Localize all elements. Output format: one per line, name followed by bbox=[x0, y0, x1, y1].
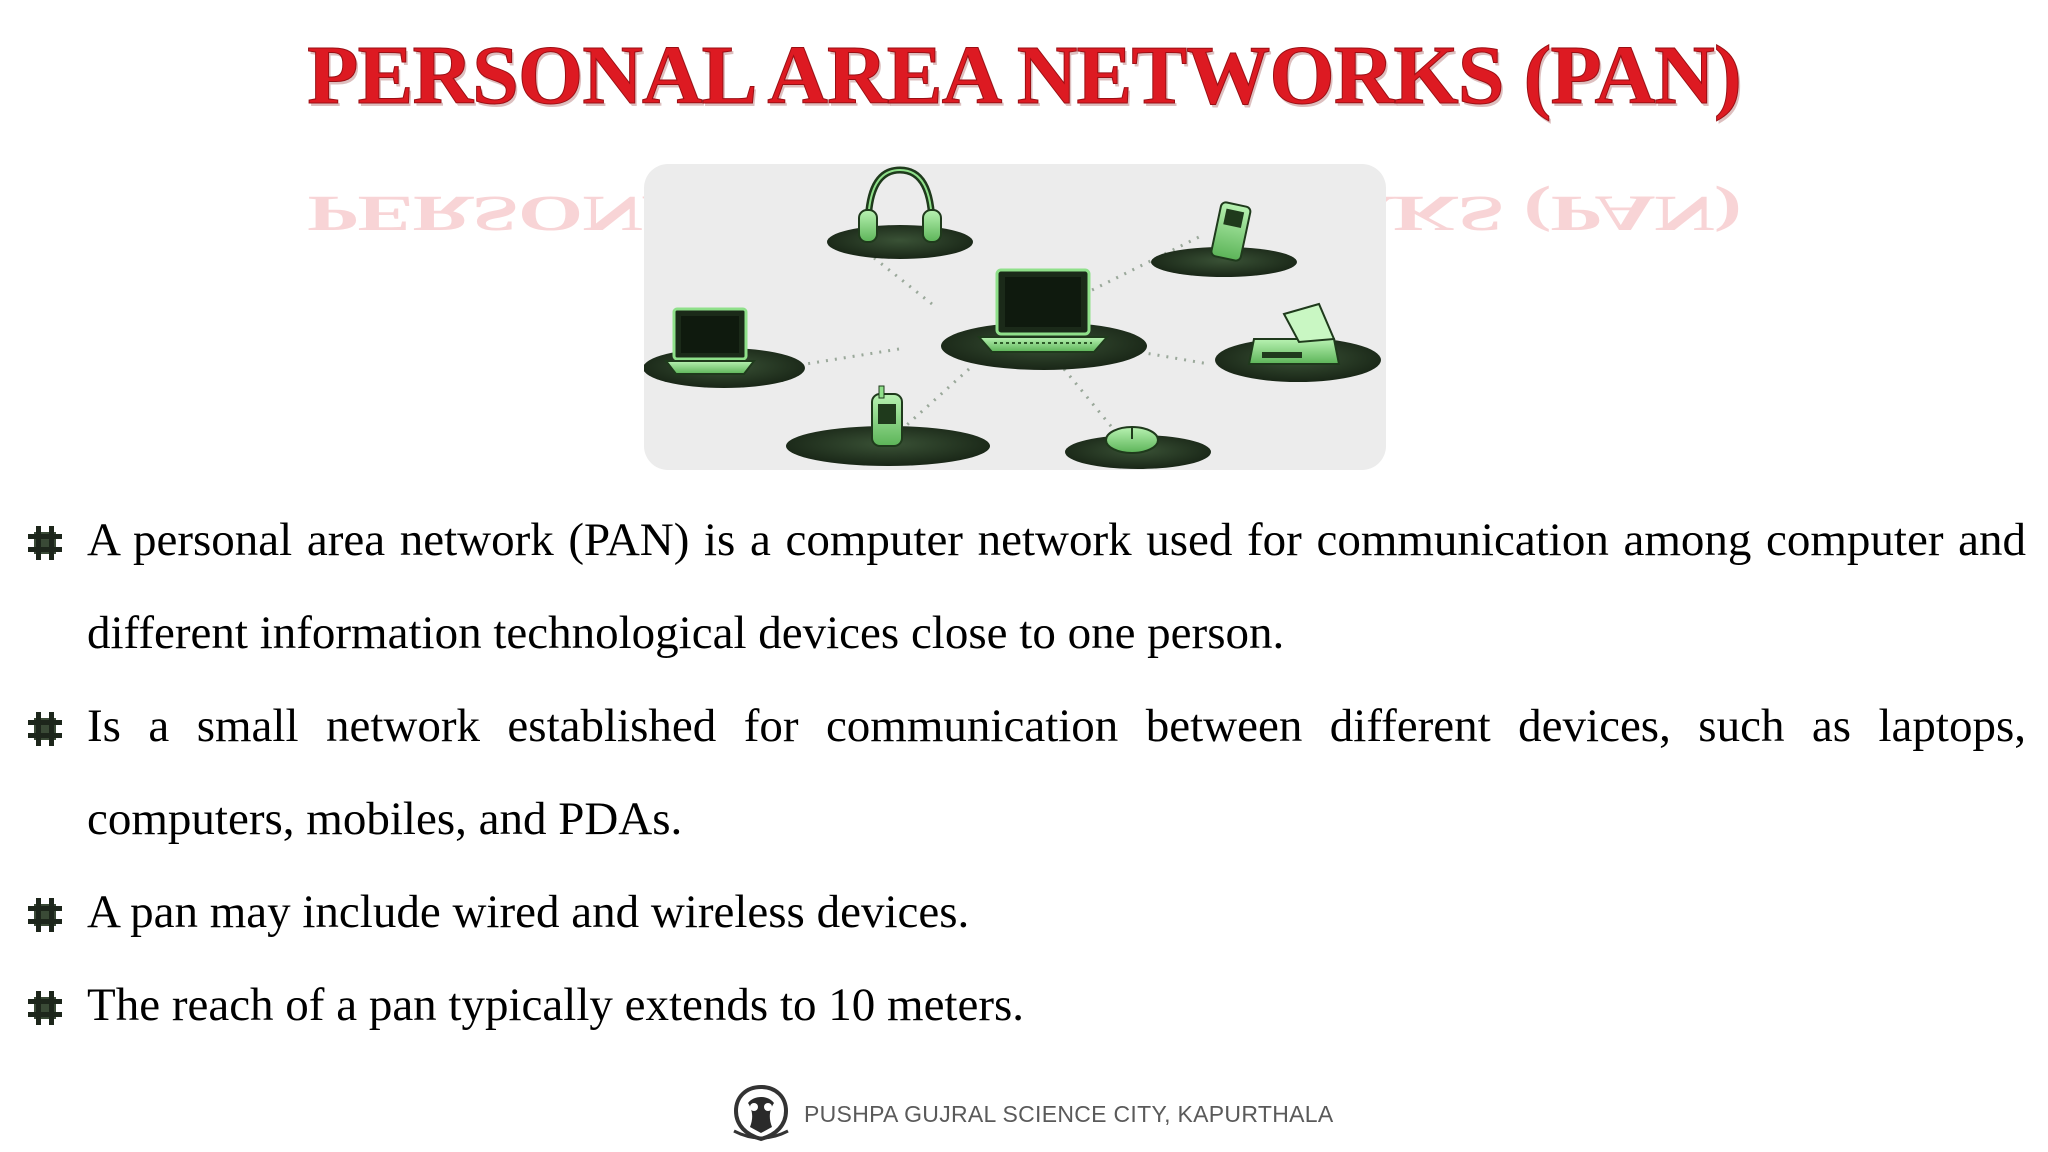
bullet-hash-icon bbox=[28, 712, 62, 746]
pan-network-illustration bbox=[644, 166, 1381, 469]
bullet-text: Is a small network established for commu… bbox=[87, 700, 2026, 845]
laptop-left-icon bbox=[644, 307, 805, 388]
pda-icon bbox=[786, 385, 990, 466]
bullet-item: The reach of a pan typically extends to … bbox=[28, 959, 2026, 1052]
bullet-hash-icon bbox=[28, 991, 62, 1025]
mouse-icon bbox=[1065, 426, 1211, 469]
bullet-item: A personal area network (PAN) is a compu… bbox=[28, 494, 2026, 680]
headphones-icon bbox=[827, 166, 973, 259]
title-area: PERSONAL AREA NETWORKS (PAN) PERSONAL AR… bbox=[0, 28, 2048, 242]
pan-diagram bbox=[644, 164, 1386, 470]
bullet-text: A pan may include wired and wireless dev… bbox=[87, 886, 970, 938]
bullet-text: A personal area network (PAN) is a compu… bbox=[87, 514, 2026, 659]
bullet-item: A pan may include wired and wireless dev… bbox=[28, 866, 2026, 959]
network-links bbox=[805, 235, 1210, 443]
bullet-hash-icon bbox=[28, 526, 62, 560]
slide-title: PERSONAL AREA NETWORKS (PAN) bbox=[307, 29, 1743, 123]
laptop-center-icon bbox=[941, 268, 1147, 370]
bullet-hash-icon bbox=[28, 898, 62, 932]
bullet-list: A personal area network (PAN) is a compu… bbox=[28, 494, 2026, 1052]
bullet-text: The reach of a pan typically extends to … bbox=[87, 979, 1025, 1031]
footer: PUSHPA GUJRAL SCIENCE CITY, KAPURTHALA bbox=[728, 1082, 1333, 1146]
printer-icon bbox=[1215, 302, 1381, 382]
footer-organization-text: PUSHPA GUJRAL SCIENCE CITY, KAPURTHALA bbox=[804, 1100, 1334, 1127]
mobile-phone-icon bbox=[1151, 201, 1297, 277]
science-city-logo bbox=[733, 1084, 789, 1142]
bullet-item: Is a small network established for commu… bbox=[28, 680, 2026, 866]
